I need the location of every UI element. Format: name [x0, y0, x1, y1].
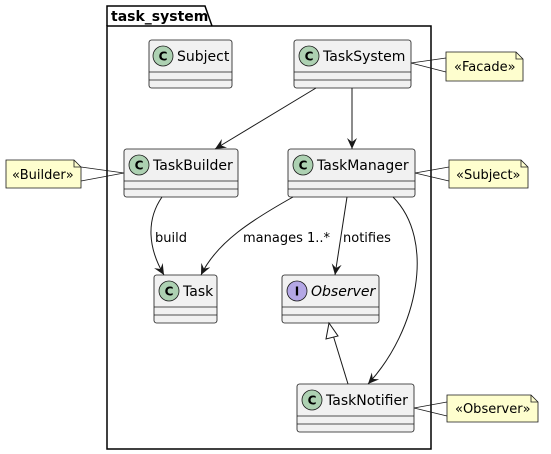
svg-text:C: C	[305, 50, 314, 64]
class-name: TaskBuilder	[152, 158, 233, 174]
svg-text:I: I	[295, 285, 299, 299]
class-name: Subject	[177, 49, 230, 65]
class-badge-icon: C	[298, 45, 320, 67]
class-name: TaskManager	[316, 158, 409, 174]
class-badge-icon: C	[128, 154, 150, 176]
edge-label-build: build	[155, 231, 187, 246]
edge-taskmanager-tasknotifier	[367, 196, 418, 385]
package-title: task_system	[111, 9, 208, 25]
class-name: Task	[182, 284, 214, 300]
note-builder: «Builder»	[5, 159, 125, 189]
note-text: «Facade»	[454, 60, 516, 75]
class-badge-icon: C	[152, 45, 174, 67]
class-task[interactable]: C Task	[153, 274, 218, 324]
note-text: «Builder»	[12, 168, 74, 183]
class-badge-icon: C	[158, 280, 180, 302]
class-badge-icon: C	[301, 389, 323, 411]
note-text: «Observer»	[455, 402, 531, 417]
edge-label-manages: manages 1..*	[243, 231, 331, 246]
class-badge-icon: C	[292, 154, 314, 176]
class-task-manager[interactable]: C TaskManager	[287, 148, 416, 198]
generalization-arrowhead	[325, 321, 339, 340]
interface-observer[interactable]: I Observer	[281, 274, 380, 324]
class-name: TaskNotifier	[325, 393, 408, 409]
edge-label-notifies: notifies	[343, 231, 391, 246]
interface-name: Observer	[311, 284, 376, 300]
class-task-system[interactable]: C TaskSystem	[293, 39, 412, 89]
svg-text:C: C	[159, 50, 168, 64]
svg-text:C: C	[308, 394, 317, 408]
note-subject: «Subject»	[414, 159, 529, 189]
note-observer: «Observer»	[413, 394, 539, 423]
svg-text:C: C	[135, 159, 144, 173]
edge-tasksystem-taskbuilder	[214, 87, 317, 150]
edge-taskmanager-task	[200, 196, 294, 276]
class-name: TaskSystem	[322, 49, 405, 65]
note-text: «Subject»	[456, 168, 521, 183]
svg-text:C: C	[165, 285, 174, 299]
package-task-system: task_system	[106, 5, 432, 450]
edge-taskbuilder-task	[150, 196, 165, 276]
class-subject[interactable]: C Subject	[148, 39, 233, 89]
edge-taskmanager-observer	[331, 196, 348, 276]
note-facade: «Facade»	[410, 51, 524, 82]
class-task-builder[interactable]: C TaskBuilder	[123, 148, 239, 198]
edge-tasknotifier-observer-realization	[332, 334, 349, 385]
interface-badge-icon: I	[286, 280, 308, 302]
svg-text:C: C	[299, 159, 308, 173]
class-task-notifier[interactable]: C TaskNotifier	[296, 383, 415, 433]
